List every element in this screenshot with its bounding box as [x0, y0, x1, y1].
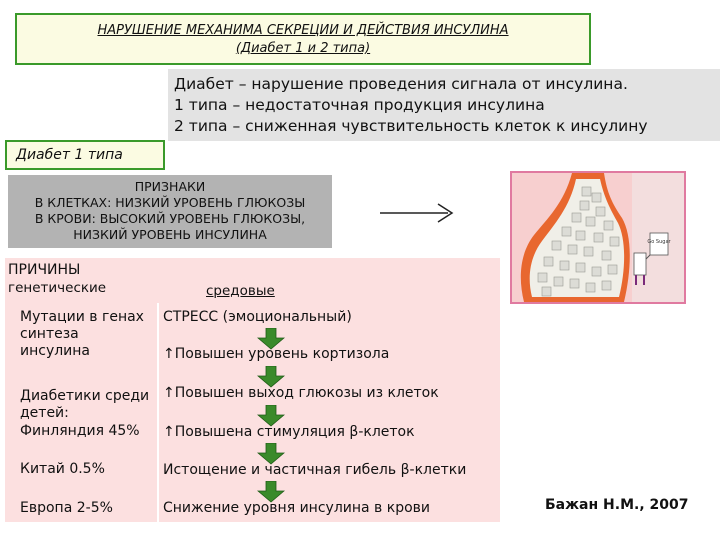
- slide-subtitle: (Диабет 1 и 2 типа): [235, 41, 371, 56]
- finland-stat: Финляндия 45%: [20, 423, 140, 439]
- down-arrow-icon: [257, 328, 285, 350]
- definition-line-3: 2 типа – сниженная чувствительность клет…: [174, 117, 648, 135]
- sugar-bottle-illustration: Go Sugar: [510, 171, 686, 304]
- china-stat: Китай 0.5%: [20, 461, 105, 477]
- slide-title: НАРУШЕНИЕ МЕХАНИМА СЕКРЕЦИИ И ДЕЙСТВИЯ И…: [97, 23, 509, 38]
- mutations-line-2: синтеза: [20, 326, 79, 342]
- definition-line-1: Диабет – нарушение проведения сигнала от…: [174, 75, 628, 93]
- europe-stat: Европа 2-5%: [20, 500, 113, 516]
- diabetes-type1-label: Диабет 1 типа: [5, 140, 165, 170]
- insulin-drop-text: Снижение уровня инсулина в крови: [163, 500, 431, 516]
- beta-depletion-text: Истощение и частичная гибель β-клетки: [163, 462, 467, 478]
- children-line-2: детей:: [20, 405, 69, 421]
- mutations-line-1: Мутации в генах: [20, 309, 144, 325]
- signs-line-1: В КЛЕТКАХ: НИЗКИЙ УРОВЕНЬ ГЛЮКОЗЫ: [34, 195, 306, 210]
- column-divider: [157, 303, 159, 522]
- glucose-output-text: ↑Повышен выход глюкозы из клеток: [163, 385, 439, 401]
- signs-line-3: НИЗКИЙ УРОВЕНЬ ИНСУЛИНА: [73, 227, 267, 242]
- slide-title-box: НАРУШЕНИЕ МЕХАНИМА СЕКРЕЦИИ И ДЕЙСТВИЯ И…: [15, 13, 591, 65]
- cortisol-text: ↑Повышен уровень кортизола: [163, 346, 390, 362]
- environmental-label: средовые: [206, 283, 275, 299]
- signs-heading: ПРИЗНАКИ: [134, 179, 206, 194]
- sugar-bottle-icon: Go Sugar: [512, 173, 684, 302]
- causes-box: [5, 258, 500, 522]
- author-citation: Бажан Н.М., 2007: [545, 497, 689, 513]
- down-arrow-icon: [257, 443, 285, 465]
- stress-text: СТРЕСС (эмоциональный): [163, 309, 352, 325]
- down-arrow-icon: [257, 405, 285, 427]
- genetic-label: генетические: [8, 280, 107, 296]
- children-line-1: Диабетики среди: [20, 388, 150, 404]
- right-arrow-icon: [380, 203, 454, 223]
- down-arrow-icon: [257, 366, 285, 388]
- beta-stimulation-text: ↑Повышена стимуляция β-клеток: [163, 424, 415, 440]
- down-arrow-icon: [257, 481, 285, 503]
- definition-line-2: 1 типа – недостаточная продукция инсулин…: [174, 96, 545, 114]
- sign-text: Go Sugar: [647, 239, 671, 245]
- signs-box: ПРИЗНАКИ В КЛЕТКАХ: НИЗКИЙ УРОВЕНЬ ГЛЮКО…: [8, 175, 332, 248]
- mutations-line-3: инсулина: [20, 343, 91, 359]
- definition-box: Диабет – нарушение проведения сигнала от…: [168, 69, 720, 141]
- signs-line-2: В КРОВИ: ВЫСОКИЙ УРОВЕНЬ ГЛЮКОЗЫ,: [34, 211, 306, 226]
- causes-heading: ПРИЧИНЫ: [8, 262, 81, 278]
